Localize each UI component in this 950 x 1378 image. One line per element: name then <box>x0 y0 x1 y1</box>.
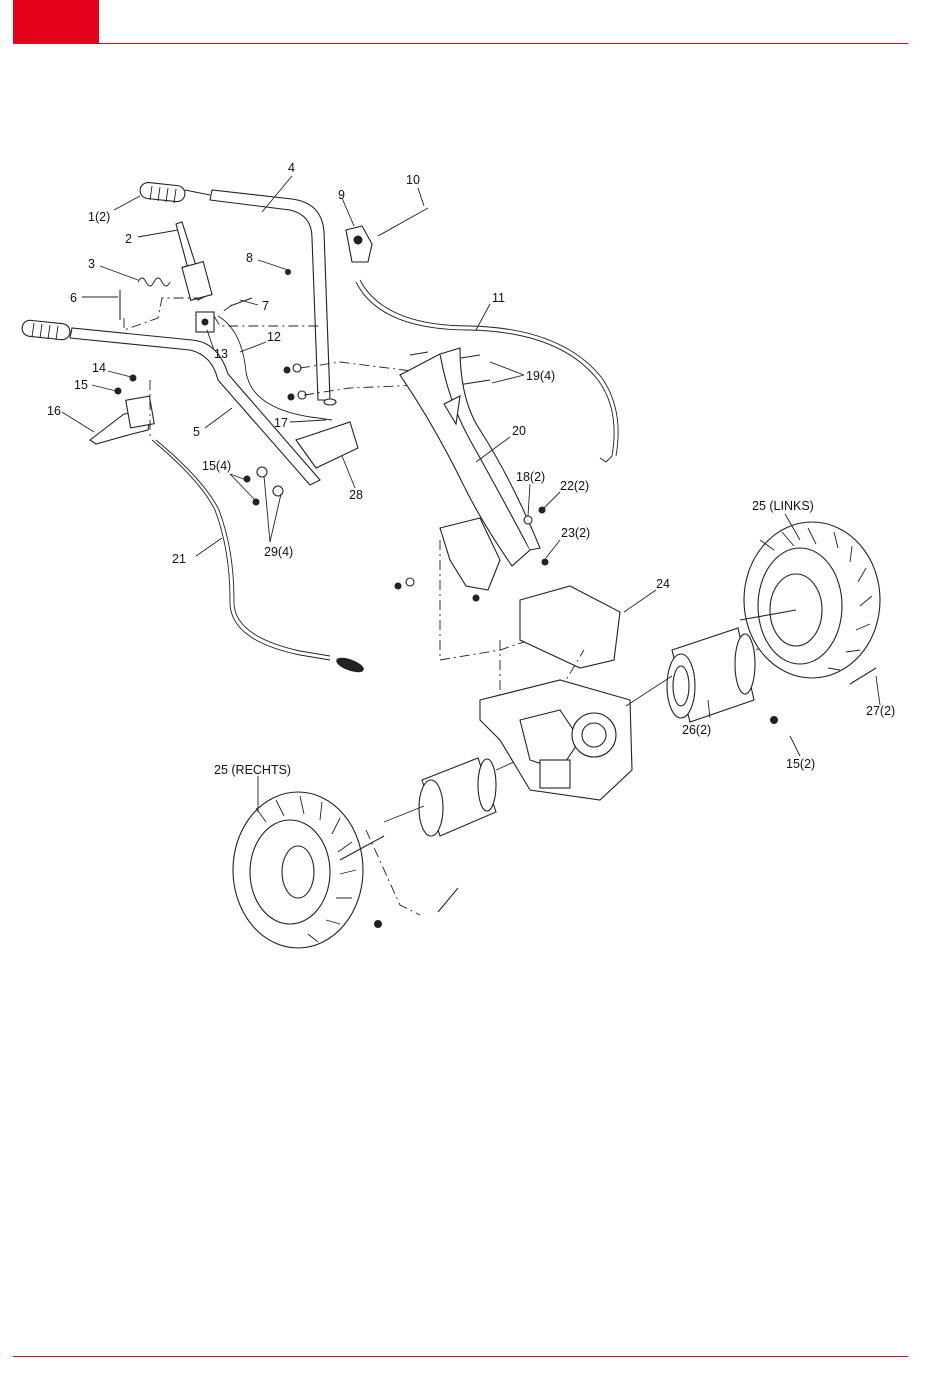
grip-lower <box>21 320 70 341</box>
callout-29: 29(4) <box>264 545 293 559</box>
callout-10: 10 <box>406 173 420 187</box>
callout-16: 16 <box>47 404 61 418</box>
throttle-control <box>346 226 372 262</box>
callout-7: 7 <box>262 299 269 313</box>
callout-14: 14 <box>92 361 106 375</box>
callout-15x2: 15(2) <box>786 757 815 771</box>
spring <box>138 278 170 286</box>
callout-12: 12 <box>267 330 281 344</box>
wheel-right <box>233 792 384 948</box>
callout-15x4: 15(4) <box>202 459 231 473</box>
wheel-hub <box>667 628 755 722</box>
callout-18: 18(2) <box>516 470 545 484</box>
callout-23: 23(2) <box>561 526 590 540</box>
callout-4: 4 <box>288 161 295 175</box>
wheel-left <box>740 522 880 678</box>
wheel-hub-right <box>419 758 496 836</box>
callout-2: 2 <box>125 232 132 246</box>
callout-13: 13 <box>214 347 228 361</box>
callout-19: 19(4) <box>526 369 555 383</box>
engine-housing <box>480 586 632 800</box>
callout-28: 28 <box>349 488 363 502</box>
grip-upper <box>139 182 210 203</box>
callout-9: 9 <box>338 188 345 202</box>
callout-21: 21 <box>172 552 186 566</box>
callout-22: 22(2) <box>560 479 589 493</box>
callout-6: 6 <box>70 291 77 305</box>
callout-15: 15 <box>74 378 88 392</box>
callout-25-rechts: 25 (RECHTS) <box>214 763 291 777</box>
shift-lever <box>176 222 212 300</box>
callout-25-links: 25 (LINKS) <box>752 499 814 513</box>
callout-26: 26(2) <box>682 723 711 737</box>
callout-1: 1(2) <box>88 210 110 224</box>
throttle-cable <box>356 280 618 462</box>
screw-10 <box>378 208 428 236</box>
callout-5: 5 <box>193 425 200 439</box>
footer-rule <box>13 1356 908 1357</box>
callout-8: 8 <box>246 251 253 265</box>
callout-17: 17 <box>274 416 288 430</box>
handlebar-frame <box>400 348 540 590</box>
callout-20: 20 <box>512 424 526 438</box>
callout-11: 11 <box>492 291 505 305</box>
upper-handlebar <box>210 190 336 405</box>
callout-24: 24 <box>656 577 670 591</box>
callout-3: 3 <box>88 257 95 271</box>
clutch-lever <box>90 396 154 444</box>
bracket-28 <box>296 422 358 468</box>
callout-27: 27(2) <box>866 704 895 718</box>
lower-handlebar <box>70 328 320 485</box>
control-bracket <box>196 312 214 332</box>
